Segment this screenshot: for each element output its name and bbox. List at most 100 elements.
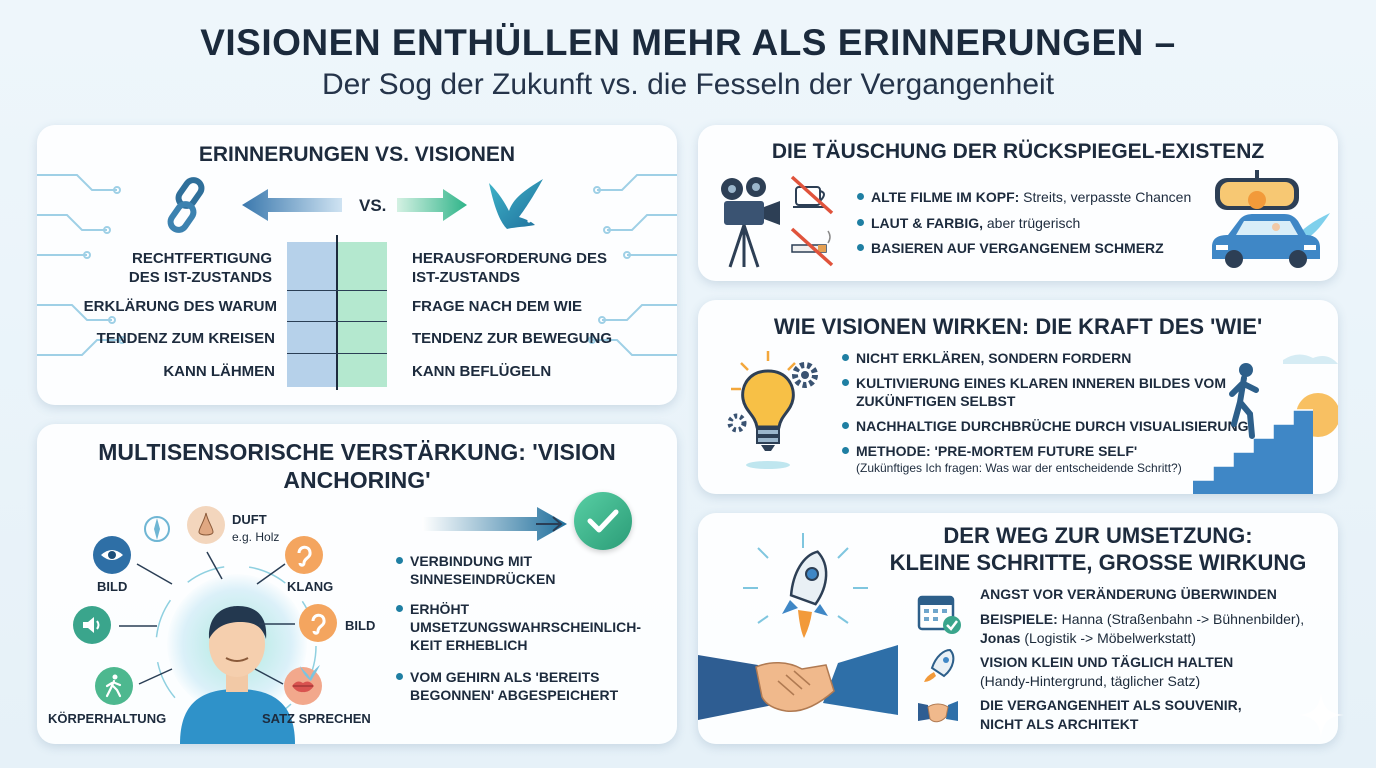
bullet-dot (842, 447, 849, 454)
bullet-bold: BASIEREN AUF VERGANGENEM SCHMERZ (871, 240, 1164, 256)
vision-item: FRAGE NACH DEM WIE (412, 298, 582, 315)
arrow-right-icon (397, 189, 467, 221)
path-item-plain: Hanna (Straßenbahn -> Bühnenbilder), (1057, 611, 1305, 627)
nose-icon (187, 506, 225, 544)
multisensory-panel: MULTISENSORISCHE VERSTÄRKUNG: 'VISION AN… (37, 424, 677, 744)
path-item-text: VISION KLEIN UND TÄGLICH HALTEN (980, 654, 1234, 670)
sense-label-duft: DUFT (232, 512, 267, 527)
bullet-text: NICHT ERKLÄREN, SONDERN FORDERN (856, 350, 1132, 366)
bullet-bold: ALTE FILME IM KOPF: (871, 189, 1020, 205)
row-divider (287, 321, 387, 322)
memory-item: ERKLÄRUNG DES WARUM (83, 298, 277, 315)
how-bullet: NICHT ERKLÄREN, SONDERN FORDERN (842, 349, 1266, 367)
row-divider (287, 353, 387, 354)
rearview-bullet: BASIEREN AUF VERGANGENEM SCHMERZ (857, 239, 1231, 257)
lips-icon (284, 667, 322, 705)
memory-item: TENDENZ ZUM KREISEN (96, 330, 275, 347)
path-title-line1: DER WEG ZUR UMSETZUNG: (943, 523, 1253, 548)
bullet-text: ERHÖHT UMSETZUNGSWAHRSCHEINLICH-KEIT ERH… (410, 601, 641, 653)
bullet-dot (396, 605, 403, 612)
path-panel: DER WEG ZUR UMSETZUNG: KLEINE SCHRITTE, … (698, 513, 1338, 744)
comparison-title: ERINNERUNGEN VS. VISIONEN (198, 143, 516, 166)
sense-label-satz-sprechen: SATZ SPRECHEN (262, 711, 371, 726)
bullet-dot (842, 354, 849, 361)
handshake-icon (698, 645, 898, 720)
how-panel: WIE VISIONEN WIRKEN: DIE KRAFT DES 'WIE'… (698, 300, 1338, 494)
memory-item: RECHTFERTIGUNG DES IST-ZUSTANDS (128, 250, 272, 286)
rearview-panel: DIE TÄUSCHUNG DER RÜCKSPIEGEL-EXISTENZ A… (698, 125, 1338, 281)
bird-small-icon (300, 665, 320, 681)
path-item-text: DIE VERGANGENHEIT ALS SOUVENIR, NICHT AL… (980, 697, 1242, 732)
sense-label-klang: KLANG (287, 579, 334, 594)
bullet-dot (857, 244, 864, 251)
stairs-climber-icon (1193, 354, 1338, 494)
comparison-panel: ERINNERUNGEN VS. VISIONEN VS. RECHTFERTI… (37, 125, 677, 405)
how-title: WIE VISIONEN WIRKEN: DIE KRAFT DES 'WIE' (773, 314, 1263, 339)
handshake-small-icon (918, 701, 958, 723)
how-note: (Zukünftiges Ich fragen: Was war der ent… (856, 461, 1182, 475)
bullet-text: Streits, verpasste Chancen (1019, 189, 1192, 205)
row-divider (287, 290, 387, 291)
multisensory-bullet: ERHÖHT UMSETZUNGSWAHRSCHEINLICH-KEIT ERH… (396, 600, 650, 654)
bullet-dot (857, 219, 864, 226)
bullet-text: VERBINDUNG MIT SINNESEINDRÜCKEN (410, 553, 556, 587)
car-icon (1212, 213, 1330, 268)
compass-icon (144, 516, 170, 542)
path-item-plain: (Logistik -> Möbelwerkstatt) (1020, 630, 1196, 646)
rocket-small-icon (924, 648, 955, 682)
connector-arrows (119, 551, 295, 685)
bullet-dot (842, 379, 849, 386)
eye-icon (93, 536, 131, 574)
ear-icon (299, 604, 337, 642)
arrow-small-icon (536, 516, 563, 532)
multisensory-title: MULTISENSORISCHE VERSTÄRKUNG: 'VISION AN… (98, 439, 616, 493)
speaker-icon (73, 606, 111, 644)
arrow-left-icon (242, 189, 342, 221)
sense-label-bild: BILD (345, 618, 376, 633)
how-bullet: NACHHALTIGE DURCHBRÜCHE DURCH VISUALISIE… (842, 417, 1276, 435)
center-divider (336, 235, 338, 390)
circuit-decoration-left (37, 174, 126, 356)
page-header: VISIONEN ENTHÜLLEN MEHR ALS ERINNERUNGEN… (0, 22, 1376, 102)
left-band (287, 242, 337, 387)
sense-label-koerperhaltung: KÖRPERHALTUNG (48, 711, 167, 726)
bullet-dot (396, 557, 403, 564)
how-bullet: METHODE: 'PRE-MORTEM FUTURE SELF' (842, 442, 1276, 460)
bird-icon (489, 179, 543, 229)
path-item-bold: BEISPIELE: (980, 611, 1058, 627)
film-camera-icon (721, 177, 780, 268)
no-coffee-icon (790, 175, 834, 215)
calendar-check-icon (917, 595, 961, 634)
bullet-text: KULTIVIERUNG EINES KLAREN INNEREN BILDES… (856, 375, 1226, 409)
bullet-text: VOM GEHIRN ALS 'BEREITS BEGONNEN' ABGESP… (410, 669, 619, 703)
rearview-title: DIE TÄUSCHUNG DER RÜCKSPIEGEL-EXISTENZ (771, 140, 1265, 163)
page-subtitle: Der Sog der Zukunft vs. die Fesseln der … (321, 68, 1055, 101)
path-item-bold: Jonas (980, 630, 1021, 646)
path-title-line2: KLEINE SCHRITTE, GROSSE WIRKUNG (889, 550, 1307, 575)
sparkle-icon (1298, 692, 1344, 738)
ring-decoration (155, 565, 317, 727)
rearview-mirror-icon (1215, 170, 1299, 210)
chain-icon (167, 177, 205, 233)
bullet-text: NACHHALTIGE DURCHBRÜCHE DURCH VISUALISIE… (856, 418, 1249, 434)
lightbulb-icon (727, 351, 818, 469)
rearview-bullet: ALTE FILME IM KOPF: Streits, verpasste C… (857, 188, 1231, 206)
page-title: VISIONEN ENTHÜLLEN MEHR ALS ERINNERUNGEN… (200, 22, 1176, 63)
path-item-text: ANGST VOR VERÄNDERUNG ÜBERWINDEN (980, 586, 1277, 602)
memory-item: KANN LÄHMEN (163, 363, 275, 380)
vision-item: KANN BEFLÜGELN (412, 363, 552, 380)
rearview-bullet: LAUT & FARBIG, aber trügerisch (857, 214, 1231, 232)
how-bullet: KULTIVIERUNG EINES KLAREN INNEREN BILDES… (842, 374, 1236, 410)
walking-icon (95, 667, 133, 705)
vision-item: HERAUSFORDERUNG DES IST-ZUSTANDS (412, 250, 608, 286)
path-item-text: BEISPIELE: Hanna (Straßenbahn -> Bühnenb… (980, 610, 1325, 648)
vs-label: VS. (359, 196, 387, 215)
ear-icon (285, 536, 323, 574)
sense-note-duft: e.g. Holz (232, 530, 280, 544)
right-band (337, 242, 387, 387)
no-smoking-icon (790, 227, 834, 267)
multisensory-bullet: VOM GEHIRN ALS 'BEREITS BEGONNEN' ABGESP… (396, 668, 630, 704)
sense-label-bild: BILD (97, 579, 128, 594)
rocket-icon (743, 533, 868, 638)
bullet-dot (857, 193, 864, 200)
